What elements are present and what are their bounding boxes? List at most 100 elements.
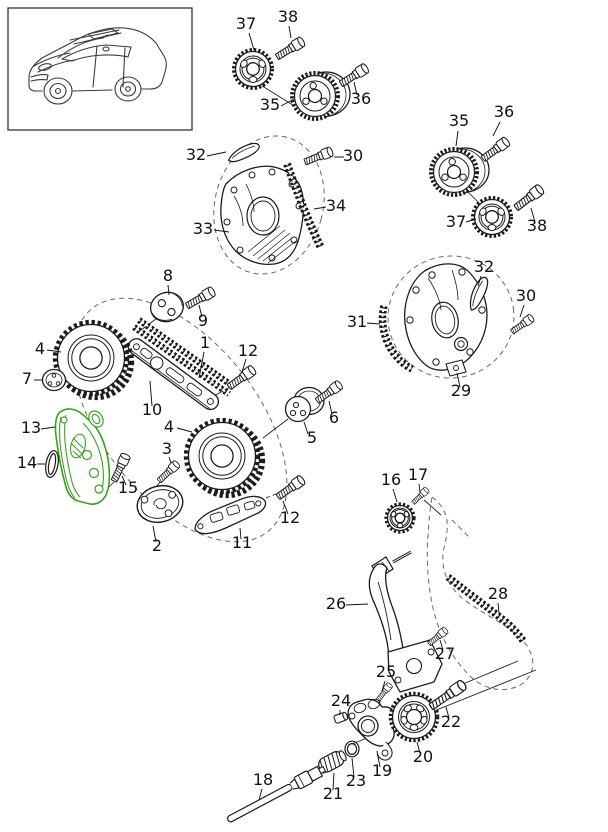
callout-4[interactable]: 4 <box>35 339 45 358</box>
callout-leader-3 <box>168 456 172 464</box>
callout-leader-6 <box>328 400 333 415</box>
callout-36[interactable]: 36 <box>494 102 514 121</box>
callout-5[interactable]: 5 <box>307 428 317 447</box>
callout-35[interactable]: 35 <box>260 95 280 114</box>
callout-leader-32 <box>477 275 482 287</box>
crankshaft-sprocket-4-lower <box>183 417 266 499</box>
callout-15[interactable]: 15 <box>118 478 138 497</box>
bolt-30-right <box>509 313 536 336</box>
callout-leader-13 <box>40 426 56 430</box>
callout-leader-19 <box>376 750 381 768</box>
callout-3[interactable]: 3 <box>162 439 172 458</box>
callout-leader-31 <box>366 322 381 325</box>
bolt-36-right <box>479 135 512 164</box>
callout-38[interactable]: 38 <box>278 7 298 26</box>
bolt-9 <box>183 285 218 312</box>
callout-6[interactable]: 6 <box>329 408 339 427</box>
callout-leader-37 <box>465 218 477 223</box>
callout-leader-36 <box>492 121 501 137</box>
pin-24 <box>333 711 349 724</box>
callout-leader-35 <box>455 130 459 147</box>
callout-28[interactable]: 28 <box>488 584 508 603</box>
callout-34[interactable]: 34 <box>326 196 346 215</box>
camshaft-sprocket-37-right <box>471 196 513 238</box>
callout-35[interactable]: 35 <box>449 111 469 130</box>
callout-leader-11 <box>239 527 242 540</box>
callout-1[interactable]: 1 <box>200 333 210 352</box>
callout-leader-4 <box>46 349 62 353</box>
callout-leader-27 <box>439 639 444 651</box>
callout-37[interactable]: 37 <box>236 14 256 33</box>
callout-leader-16 <box>392 488 398 503</box>
callout-14[interactable]: 14 <box>17 453 37 472</box>
callout-12[interactable]: 12 <box>238 341 258 360</box>
o-ring-seal-14 <box>45 450 59 478</box>
callout-17[interactable]: 17 <box>408 465 428 484</box>
callout-leader-20 <box>416 741 421 754</box>
callout-33[interactable]: 33 <box>193 219 213 238</box>
suv-line-drawing-icon <box>28 27 167 105</box>
callout-11[interactable]: 11 <box>232 533 252 552</box>
callout-29[interactable]: 29 <box>451 381 471 400</box>
callout-leader-1 <box>198 351 205 379</box>
callout-leader-4 <box>176 427 193 433</box>
callout-leader-38 <box>288 25 292 39</box>
callout-18[interactable]: 18 <box>253 770 273 789</box>
callout-30[interactable]: 30 <box>343 146 363 165</box>
callout-30[interactable]: 30 <box>516 286 536 305</box>
callout-23[interactable]: 23 <box>346 771 366 790</box>
callout-24[interactable]: 24 <box>331 691 351 710</box>
camshaft-adjuster-35-top <box>290 71 351 121</box>
callout-2[interactable]: 2 <box>152 536 162 555</box>
callout-leader-21 <box>332 772 335 791</box>
cover-plate-2 <box>136 484 184 524</box>
hub-5 <box>284 386 325 423</box>
camshaft-flange-8 <box>149 291 185 323</box>
callout-9[interactable]: 9 <box>198 311 208 330</box>
callout-32[interactable]: 32 <box>474 257 494 276</box>
callout-12[interactable]: 12 <box>280 508 300 527</box>
screw-3 <box>155 459 182 485</box>
crankshaft-sprocket-4-left <box>52 319 135 401</box>
callout-leader-18 <box>258 788 263 801</box>
o-ring-23 <box>344 740 360 758</box>
callout-25[interactable]: 25 <box>376 662 396 681</box>
callout-8[interactable]: 8 <box>163 266 173 285</box>
camshaft-sprocket-37-top <box>232 48 274 90</box>
callout-37[interactable]: 37 <box>446 212 466 231</box>
callout-22[interactable]: 22 <box>441 712 461 731</box>
callout-4[interactable]: 4 <box>164 417 174 436</box>
callout-26[interactable]: 26 <box>326 594 346 613</box>
shaft-18 <box>226 765 327 823</box>
callout-leader-25 <box>381 680 386 692</box>
callout-16[interactable]: 16 <box>381 470 401 489</box>
timing-chain-28 <box>445 574 528 645</box>
callout-leader-17 <box>418 483 421 493</box>
callout-31[interactable]: 31 <box>347 312 367 331</box>
callout-21[interactable]: 21 <box>323 784 343 803</box>
balance-shaft-sprocket-16 <box>384 502 416 534</box>
tensioner-rail-26 <box>368 550 443 693</box>
bolt-36-top <box>337 62 371 89</box>
callout-leader-26 <box>345 603 369 606</box>
callout-20[interactable]: 20 <box>413 747 433 766</box>
chain-guide-rail-10 <box>127 338 220 411</box>
callout-7[interactable]: 7 <box>22 369 32 388</box>
callout-leader-32 <box>206 151 227 157</box>
callout-27[interactable]: 27 <box>435 644 455 663</box>
callout-leader-23 <box>351 757 355 778</box>
callout-10[interactable]: 10 <box>142 400 162 419</box>
callout-32[interactable]: 32 <box>186 145 206 164</box>
bolt-12-lower <box>274 473 307 502</box>
chain-housing-plate-29 <box>403 263 488 377</box>
callout-leader-30 <box>519 304 525 318</box>
callout-36[interactable]: 36 <box>351 89 371 108</box>
callout-13[interactable]: 13 <box>21 418 41 437</box>
callout-19[interactable]: 19 <box>372 761 392 780</box>
vehicle-thumbnail-box <box>7 7 193 131</box>
oil-pump-housing-19 <box>347 698 400 761</box>
callout-leader-15 <box>121 475 127 486</box>
callout-38[interactable]: 38 <box>527 216 547 235</box>
